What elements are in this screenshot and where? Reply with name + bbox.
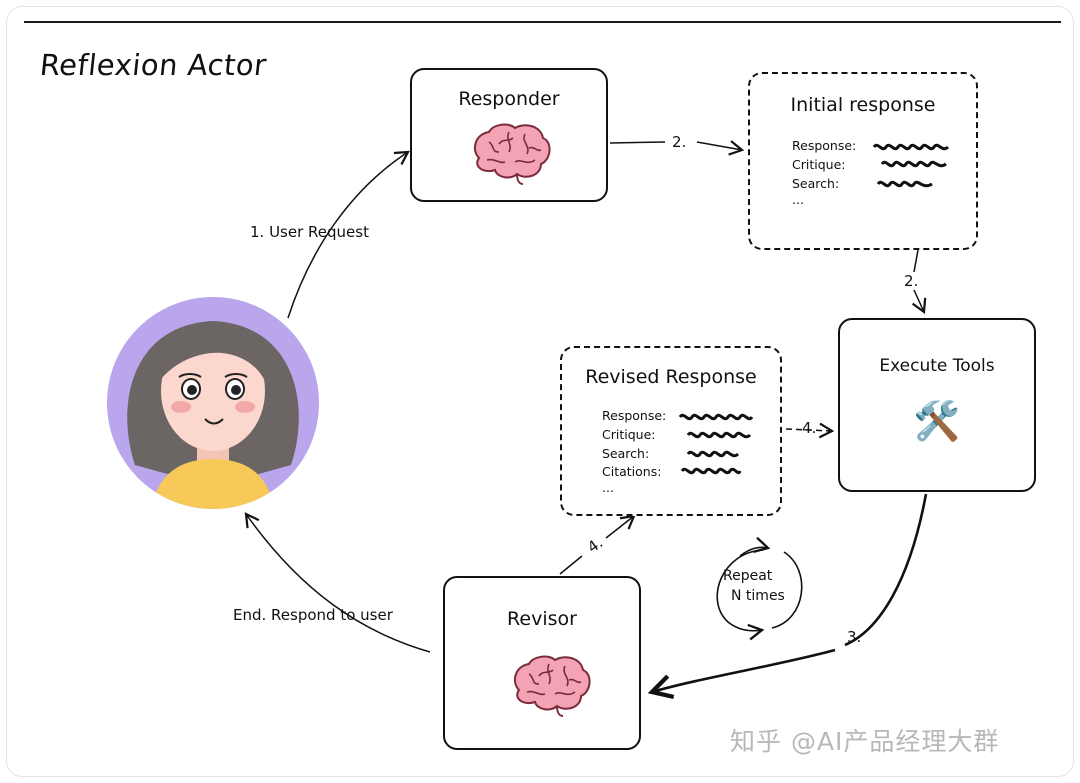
top-divider <box>24 21 1061 23</box>
watermark: 知乎 @AI产品经理大群 <box>730 727 1000 756</box>
edge-responder-initial-arrow <box>696 140 745 156</box>
responder-title: Responder <box>458 88 560 110</box>
brain-icon <box>513 655 591 717</box>
edge-initial-tools <box>913 249 919 273</box>
label-user-request: 1. User Request <box>250 223 369 241</box>
execute-tools-box: Execute Tools 🛠️ <box>838 318 1036 492</box>
initial-response-title: Initial response <box>790 94 936 116</box>
revised-field-critique: Critique: <box>602 427 656 442</box>
repeat-label-line2: N times <box>731 588 785 604</box>
scribble-revised-citations <box>680 467 742 475</box>
repeat-label-line1: Repeat <box>723 568 773 584</box>
initial-field-more: ... <box>792 192 804 207</box>
edge-tools-revisor <box>844 493 928 647</box>
edge-tools-revisor-arrow <box>652 648 836 692</box>
label-step-4b: 4. <box>802 419 817 437</box>
hammer-and-wrench-icon: 🛠️ <box>913 399 961 443</box>
edge-responder-initial <box>609 141 666 144</box>
edge-user-request <box>287 150 410 319</box>
revisor-box: Revisor <box>443 576 641 750</box>
revised-field-citations: Citations: <box>602 464 662 479</box>
scribble-revised-response <box>678 413 754 421</box>
revisor-title: Revisor <box>507 608 577 630</box>
initial-field-critique: Critique: <box>792 157 846 172</box>
responder-box: Responder <box>410 68 608 202</box>
label-end-respond: End. Respond to user <box>233 606 393 624</box>
repeat-arc-left <box>716 549 765 641</box>
execute-tools-title: Execute Tools <box>879 356 995 376</box>
edge-revised-tools <box>785 422 835 439</box>
scribble-critique <box>880 160 947 168</box>
scribble-response <box>872 143 950 151</box>
repeat-arc-top <box>739 536 771 557</box>
revised-field-more: ... <box>602 480 614 495</box>
label-step-3: 3. <box>847 628 862 646</box>
label-step-2b: 2. <box>904 272 919 290</box>
edge-end-respond <box>244 512 431 653</box>
revised-response-box: Revised Response Response: Critique: Sea… <box>560 346 782 516</box>
initial-field-search: Search: <box>792 176 840 191</box>
scribble-revised-critique <box>686 431 752 439</box>
initial-field-response: Response: <box>792 138 857 153</box>
brain-icon <box>473 123 551 185</box>
scribble-search <box>876 180 933 188</box>
edge-revisor-revised-arrow <box>605 514 636 539</box>
edge-revisor-revised <box>559 555 583 575</box>
label-step-2a: 2. <box>672 133 687 151</box>
revised-field-response: Response: <box>602 408 667 423</box>
repeat-arc-right <box>771 551 803 629</box>
revised-response-title: Revised Response <box>585 366 757 388</box>
edge-initial-tools-arrow <box>911 289 927 315</box>
user-avatar <box>107 297 319 509</box>
initial-response-box: Initial response Response: Critique: Sea… <box>748 72 978 250</box>
revised-field-search: Search: <box>602 446 650 461</box>
scribble-revised-search <box>686 450 740 458</box>
